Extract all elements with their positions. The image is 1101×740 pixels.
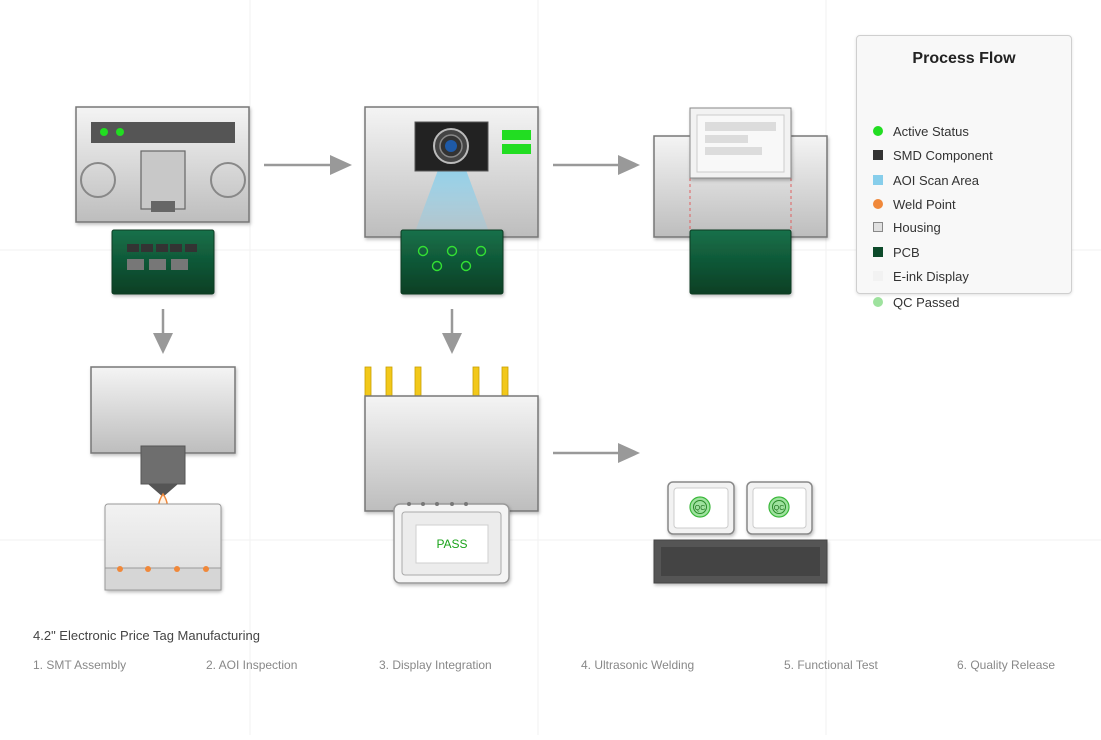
pcb-stage-3: [689, 229, 792, 295]
legend-label: Active Status: [893, 123, 969, 139]
legend-item: PCB: [873, 243, 920, 261]
legend-swatch: [873, 247, 883, 257]
legend-swatch: [873, 175, 883, 185]
legend-label: AOI Scan Area: [893, 172, 979, 188]
step-label: 6. Quality Release: [957, 658, 1056, 672]
step-label: 2. AOI Inspection: [206, 658, 298, 672]
sonotrode: [140, 445, 186, 485]
released-tag-2: QC: [746, 481, 813, 535]
legend-title: Process Flow: [912, 50, 1016, 67]
feeder-reel: [210, 162, 246, 198]
step-label: 4. Ultrasonic Welding: [581, 658, 695, 672]
step-label: 5. Functional Test: [784, 658, 878, 672]
eink-display-panel: [689, 107, 792, 179]
step-label: 1. SMT Assembly: [33, 658, 127, 672]
placement-head: [140, 150, 186, 210]
legend-item: Weld Point: [873, 195, 956, 213]
inspection-points: [417, 245, 487, 272]
legend-label: Weld Point: [893, 196, 956, 212]
legend-swatch: [873, 150, 883, 160]
legend-swatch: [873, 222, 883, 232]
legend-swatch: [873, 271, 883, 281]
legend-swatch: [873, 199, 883, 209]
release-stage: QC QC: [653, 481, 828, 584]
legend-label: Housing: [893, 219, 941, 235]
legend-label: E-ink Display: [893, 268, 969, 284]
legend-item: E-ink Display: [873, 267, 969, 285]
smd-components: [127, 244, 197, 252]
qc-passed-badge: [768, 496, 790, 518]
active-status-bar: [502, 130, 531, 140]
qc-passed-badge: [689, 496, 711, 518]
diagram-caption: 4.2" Electronic Price Tag Manufacturing: [33, 628, 260, 643]
qc-label: QC: [774, 505, 785, 512]
welded-housing: [104, 503, 222, 591]
pass-label: PASS: [436, 537, 467, 551]
active-status-led: [116, 128, 124, 136]
legend-item: QC Passed: [873, 293, 959, 311]
feeder-reel: [80, 162, 116, 198]
legend-swatch: [873, 126, 883, 136]
legend-item: AOI Scan Area: [873, 171, 979, 189]
legend-label: PCB: [893, 244, 920, 260]
tested-price-tag: PASS: [393, 502, 510, 584]
legend-item: Housing: [873, 218, 941, 236]
legend-item: SMD Component: [873, 146, 993, 164]
test-fixture: [364, 366, 539, 512]
smt-machine: [75, 106, 250, 223]
aoi-machine: [364, 106, 539, 240]
weld-points: [117, 566, 209, 572]
active-status-led: [100, 128, 108, 136]
pcb-stage-2: [400, 229, 504, 295]
released-tag-1: QC: [667, 481, 735, 535]
legend-label: SMD Component: [893, 147, 993, 163]
ultrasonic-welder: [90, 366, 236, 516]
pcb-stage-1: [111, 229, 215, 295]
flow-arrows: [153, 155, 640, 463]
step-label: 3. Display Integration: [379, 658, 492, 672]
legend-item: Active Status: [873, 122, 969, 140]
legend-label: QC Passed: [893, 294, 960, 310]
legend-swatch: [873, 297, 883, 307]
qc-label: QC: [695, 505, 706, 512]
active-status-bar: [502, 144, 531, 154]
aoi-scan-area: [412, 170, 492, 240]
